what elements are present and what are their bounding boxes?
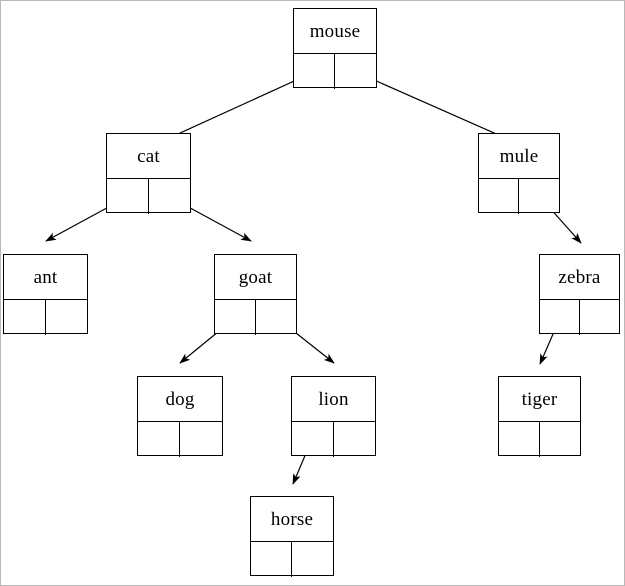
node-label-cat: cat [107, 134, 190, 179]
right-pointer-cell-dog[interactable] [180, 422, 222, 457]
node-label-dog: dog [138, 377, 222, 422]
node-pointers-cat [107, 179, 190, 214]
node-label-mule: mule [479, 134, 559, 179]
right-pointer-cell-mouse[interactable] [335, 54, 376, 89]
node-pointers-ant [4, 300, 87, 335]
node-pointers-goat [215, 300, 296, 335]
tree-node-horse[interactable]: horse [250, 496, 334, 577]
tree-node-mule[interactable]: mule [478, 133, 560, 214]
right-pointer-cell-goat[interactable] [256, 300, 297, 335]
right-pointer-cell-horse[interactable] [292, 542, 333, 577]
tree-node-cat[interactable]: cat [106, 133, 191, 214]
left-pointer-cell-zebra[interactable] [540, 300, 580, 335]
left-pointer-cell-tiger[interactable] [499, 422, 540, 457]
node-pointers-tiger [499, 422, 580, 457]
node-label-goat: goat [215, 255, 296, 300]
right-pointer-cell-tiger[interactable] [540, 422, 581, 457]
left-pointer-cell-goat[interactable] [215, 300, 256, 335]
node-pointers-mule [479, 179, 559, 214]
node-label-horse: horse [251, 497, 333, 542]
right-pointer-cell-ant[interactable] [46, 300, 88, 335]
tree-node-goat[interactable]: goat [214, 254, 297, 335]
tree-node-tiger[interactable]: tiger [498, 376, 581, 457]
tree-node-zebra[interactable]: zebra [539, 254, 620, 335]
tree-node-mouse[interactable]: mouse [293, 8, 377, 89]
node-label-mouse: mouse [294, 9, 376, 54]
left-pointer-cell-cat[interactable] [107, 179, 149, 214]
left-pointer-cell-mouse[interactable] [294, 54, 335, 89]
right-pointer-cell-mule[interactable] [519, 179, 559, 214]
node-pointers-lion [292, 422, 375, 457]
node-pointers-dog [138, 422, 222, 457]
right-pointer-cell-lion[interactable] [334, 422, 376, 457]
left-pointer-cell-ant[interactable] [4, 300, 46, 335]
node-label-lion: lion [292, 377, 375, 422]
node-pointers-mouse [294, 54, 376, 89]
node-pointers-horse [251, 542, 333, 577]
right-pointer-cell-cat[interactable] [149, 179, 191, 214]
tree-node-ant[interactable]: ant [3, 254, 88, 335]
node-label-tiger: tiger [499, 377, 580, 422]
left-pointer-cell-horse[interactable] [251, 542, 292, 577]
tree-node-lion[interactable]: lion [291, 376, 376, 457]
node-pointers-zebra [540, 300, 619, 335]
left-pointer-cell-lion[interactable] [292, 422, 334, 457]
node-label-zebra: zebra [540, 255, 619, 300]
node-label-ant: ant [4, 255, 87, 300]
left-pointer-cell-dog[interactable] [138, 422, 180, 457]
left-pointer-cell-mule[interactable] [479, 179, 519, 214]
right-pointer-cell-zebra[interactable] [580, 300, 620, 335]
tree-node-dog[interactable]: dog [137, 376, 223, 457]
